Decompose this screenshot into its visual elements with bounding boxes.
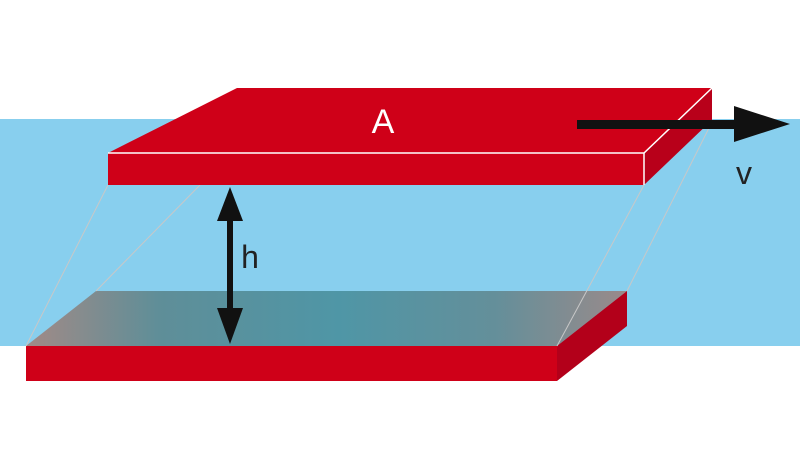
top-plate — [108, 87, 713, 185]
top-plate-front-face — [108, 153, 644, 185]
height-label: h — [241, 239, 259, 275]
velocity-label: v — [736, 155, 752, 191]
bottom-plate-front-face — [26, 346, 557, 381]
height-arrow-head-bottom — [217, 308, 243, 344]
height-arrow-shaft — [227, 214, 233, 314]
bottom-plate-side-face — [557, 291, 627, 381]
area-label: A — [372, 103, 395, 141]
guide-line-back-right — [626, 121, 713, 292]
height-arrow — [217, 187, 243, 344]
guide-line-back-left — [95, 184, 201, 292]
guide-line-front-left — [25, 184, 109, 347]
guide-line-front-right — [556, 184, 645, 347]
top-plate-side-face — [644, 88, 712, 185]
bottom-plate-top-face — [26, 291, 627, 346]
height-arrow-head-top — [217, 187, 243, 221]
velocity-arrow — [577, 106, 790, 142]
bottom-plate — [26, 291, 627, 381]
velocity-arrow-head — [734, 106, 790, 142]
shear-guide-lines — [25, 121, 713, 347]
velocity-arrow-shaft — [577, 120, 742, 129]
top-plate-top-face — [108, 88, 712, 153]
